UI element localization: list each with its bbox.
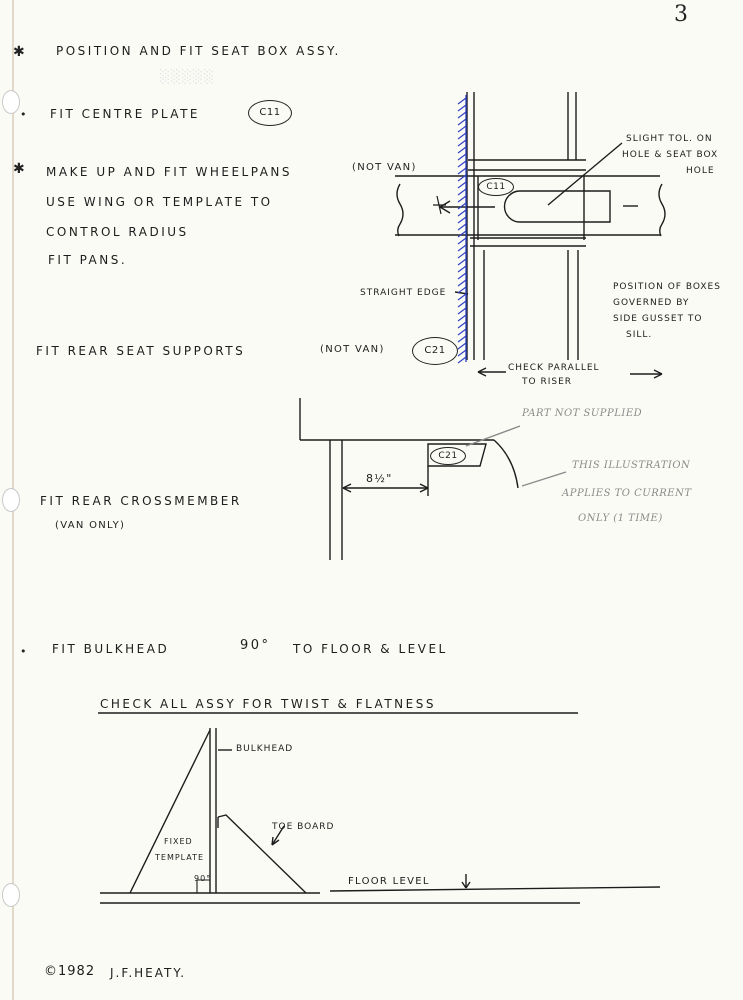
dimension-label: 8½"	[366, 472, 393, 485]
hatch-mark	[457, 307, 467, 315]
floor-level-label: FLOOR LEVEL	[348, 876, 430, 887]
step-crossmember-note: (VAN ONLY)	[55, 520, 126, 531]
fixed-template-label-2: TEMPLATE	[155, 853, 205, 862]
asterisk-icon: ✱	[13, 44, 25, 60]
hatch-mark	[457, 195, 467, 203]
box-position-label-4: SILL.	[626, 330, 653, 340]
hatch-mark	[457, 356, 467, 364]
hatch-mark	[457, 104, 467, 112]
punch-hole-middle	[2, 488, 20, 512]
hatch-mark	[457, 265, 467, 273]
ref-c21-badge: C21	[412, 337, 458, 365]
hatch-mark	[457, 258, 467, 266]
hatch-mark	[457, 286, 467, 294]
bullet-mark-icon: •	[20, 108, 27, 121]
showthrough-text: ░░░░░	[160, 70, 215, 85]
check-parallel-label: CHECK PARALLEL	[508, 363, 600, 373]
page-number: 3	[674, 2, 688, 27]
author-signature: J.F.HEATY.	[110, 966, 187, 980]
hatch-mark	[457, 153, 467, 161]
hatch-mark	[457, 300, 467, 308]
hatch-mark	[457, 314, 467, 322]
step-rear-crossmember: FIT REAR CROSSMEMBER	[40, 494, 242, 508]
toe-board-label: TOE BOARD	[272, 822, 335, 832]
fixed-template-label: FIXED	[164, 837, 193, 846]
straight-edge-label: STRAIGHT EDGE	[360, 288, 447, 298]
box-position-label: POSITION OF BOXES	[613, 282, 721, 292]
hatch-mark	[457, 167, 467, 175]
hatch-mark	[457, 251, 467, 259]
hatch-mark	[457, 111, 467, 119]
hatch-mark	[457, 160, 467, 168]
bulkhead-label: BULKHEAD	[236, 744, 294, 754]
hatch-mark	[457, 181, 467, 189]
hatch-mark	[457, 321, 467, 329]
bullet-mark-icon: •	[20, 645, 27, 658]
pencil-note-not-supplied: PART NOT SUPPLIED	[522, 408, 643, 419]
step-rear-seat-supports: FIT REAR SEAT SUPPORTS	[36, 344, 246, 358]
hatch-mark	[457, 244, 467, 252]
hatch-mark	[457, 202, 467, 210]
asterisk-icon: ✱	[13, 161, 25, 177]
check-heading: CHECK ALL ASSY FOR TWIST & FLATNESS	[100, 697, 436, 711]
hatch-mark	[457, 349, 467, 357]
slot-hole-outline	[503, 190, 611, 223]
hatch-mark	[457, 335, 467, 343]
toe-board-line	[217, 814, 307, 894]
ref-c11-diagram-badge: C11	[478, 178, 514, 196]
step-centre-plate: FIT CENTRE PLATE	[50, 107, 200, 121]
copyright-year: ©1982	[44, 964, 96, 979]
check-parallel-label-2: TO RISER	[522, 377, 573, 387]
hatch-mark	[457, 342, 467, 350]
hatch-mark	[457, 223, 467, 231]
hatch-mark	[457, 174, 467, 182]
hatch-mark	[457, 279, 467, 287]
slight-tolerance-label-3: HOLE	[686, 166, 715, 176]
slight-tolerance-label: SLIGHT TOL. ON	[626, 134, 713, 144]
hatch-mark	[457, 272, 467, 280]
hatch-mark	[457, 125, 467, 133]
pencil-note-illustration-2: APPLIES TO CURRENT	[562, 488, 692, 499]
box-position-label-2: GOVERNED BY	[613, 298, 690, 308]
box-position-label-3: SIDE GUSSET TO	[613, 314, 703, 324]
step-bulkhead-angle: 90°	[240, 638, 271, 653]
step-bulkhead-rest: TO FLOOR & LEVEL	[293, 642, 448, 656]
tolerance-leader-line	[547, 142, 623, 206]
step-wheelpans-line3: CONTROL RADIUS	[46, 225, 189, 239]
toe-board-leader-line	[271, 825, 285, 846]
step-wheelpans-line4: FIT PANS.	[48, 253, 128, 267]
step-seat-box: POSITION AND FIT SEAT BOX ASSY.	[56, 44, 341, 58]
hatch-mark	[457, 97, 467, 105]
step-bulkhead: FIT BULKHEAD	[52, 642, 170, 656]
ref-c11-badge: C11	[248, 100, 292, 126]
punch-hole-top	[2, 90, 20, 114]
pencil-note-illustration-3: ONLY (1 TIME)	[578, 513, 663, 524]
support-block	[427, 443, 487, 467]
slight-tolerance-label-2: HOLE & SEAT BOX	[622, 150, 719, 160]
right-angle-label: 90°	[194, 874, 212, 883]
ref-c21-diagram-badge: C21	[430, 447, 466, 465]
step-wheelpans-note: (NOT VAN)	[352, 162, 417, 173]
hatch-mark	[457, 237, 467, 245]
hatch-mark	[457, 216, 467, 224]
step-wheelpans: MAKE UP AND FIT WHEELPANS	[46, 165, 292, 179]
pencil-note-illustration: THIS ILLUSTRATION	[572, 460, 691, 471]
template-edge-line	[129, 729, 211, 894]
hatch-mark	[457, 139, 467, 147]
hatch-mark	[457, 118, 467, 126]
hatch-mark	[457, 132, 467, 140]
hatch-mark	[457, 328, 467, 336]
hatch-mark	[457, 146, 467, 154]
hatch-mark	[457, 188, 467, 196]
hatch-mark	[457, 293, 467, 301]
hatch-mark	[457, 209, 467, 217]
step-rear-seat-note: (NOT VAN)	[320, 344, 385, 355]
punch-hole-bottom	[2, 883, 20, 907]
hatch-mark	[457, 230, 467, 238]
step-wheelpans-line2: USE WING OR TEMPLATE TO	[46, 195, 273, 209]
